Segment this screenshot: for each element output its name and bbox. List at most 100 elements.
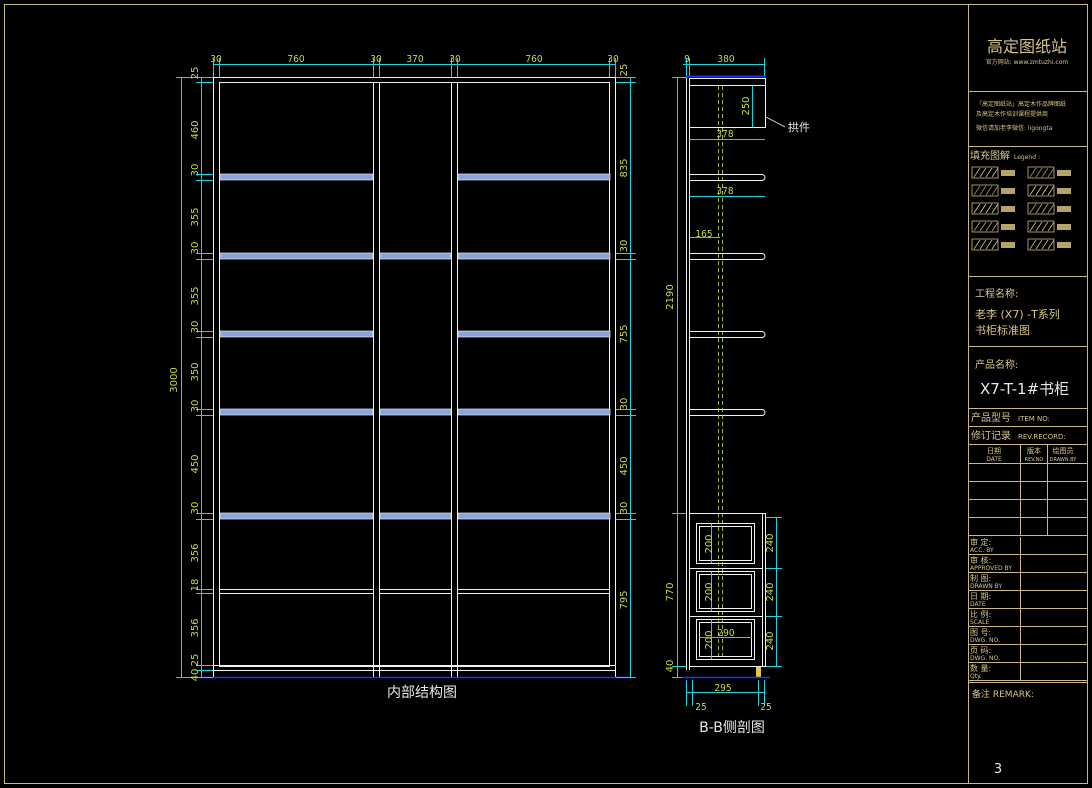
side-top-box [689, 78, 766, 128]
legend-hatch [1035, 239, 1043, 250]
right-dim-3: 755 [619, 324, 630, 343]
dim-770: 770 [665, 582, 676, 601]
side-dim-9: 9 [684, 54, 690, 65]
legend-mark [1001, 224, 1015, 230]
shelf-r1 [457, 173, 611, 181]
legend-hatch [1035, 167, 1043, 178]
signoff-cn: 制 图: [970, 573, 991, 583]
front-h-2: 240 [765, 582, 776, 601]
legend-hatch [1047, 239, 1055, 250]
legend-hatch [973, 239, 981, 250]
legend-hatch [1029, 221, 1037, 232]
legend-hatch [979, 185, 987, 196]
signoff-en: DWG. NO. [970, 655, 1000, 662]
front-inner-frame [219, 82, 610, 667]
legend-mark [1057, 170, 1071, 176]
legend-swatches [971, 166, 1071, 251]
signoff-en: Qty. [970, 673, 982, 680]
legend-hatch [985, 203, 993, 214]
legend-swatch [1027, 184, 1055, 197]
shelf-m4 [379, 408, 452, 416]
dim-250: 250 [741, 96, 752, 115]
legend-mark [1001, 188, 1015, 194]
drawn-en: DRAWN BY [1050, 457, 1078, 463]
brand-name: 高定图纸站 [987, 37, 1067, 56]
left-dim-15: 40 [190, 669, 201, 682]
drawer-h-3: 200 [704, 630, 715, 649]
signoff-cn: 比 例: [970, 609, 991, 619]
legend-hatch [979, 203, 987, 214]
legend-swatch [1027, 220, 1055, 233]
notice-line-3: 微信请加老李微信: ligongta [976, 124, 1053, 132]
fitting-leader [765, 116, 786, 128]
legend-hatch [973, 167, 981, 178]
legend-mark [1001, 170, 1015, 176]
legend-hatch [991, 185, 999, 196]
right-dim-2: 30 [619, 240, 630, 253]
top-dim-4: 30 [449, 54, 461, 65]
foot [756, 667, 761, 677]
left-dim-ticks [176, 77, 213, 678]
drawer-h-2: 200 [704, 582, 715, 601]
right-dim-7: 795 [619, 590, 630, 609]
legend-mark [1057, 188, 1071, 194]
total-height-label: 3000 [169, 367, 180, 392]
legend-hatch [973, 203, 981, 214]
legend-hatch [991, 203, 999, 214]
product-name: X7-T-1#书柜 [980, 380, 1069, 398]
page-number: 3 [994, 762, 1002, 777]
shelf-l2 [219, 252, 374, 260]
rev-cn: 修订记录 [971, 429, 1011, 442]
legend-swatch [1027, 166, 1055, 179]
fitting-label: 拱件 [788, 120, 810, 134]
left-dim-5: 355 [190, 286, 201, 305]
legend-hatch [985, 239, 993, 250]
signoff-en: SCALE [970, 619, 989, 626]
signoff-cn: 图 号: [970, 628, 991, 637]
signoff-en: APPROVED BY [970, 565, 1012, 572]
product-label: 产品名称: [975, 358, 1018, 371]
legend-hatch [1029, 185, 1037, 196]
dim-378a: 378 [716, 129, 733, 140]
signoff-cn: 审 核: [970, 555, 991, 565]
legend-subtitle: Legend : [1014, 154, 1040, 161]
notice-line-2: 及高定木作培训课程提供商 [976, 110, 1048, 118]
shelf-r4 [457, 408, 611, 416]
legend-hatch [1041, 167, 1049, 178]
legend-mark [1001, 206, 1015, 212]
shelf-l3 [219, 330, 374, 338]
dim-40: 40 [665, 660, 676, 673]
left-dim-13: 356 [190, 618, 201, 637]
right-dim-1: 835 [619, 158, 630, 177]
legend-swatch [971, 220, 999, 233]
shelf-r3 [457, 330, 611, 338]
rev-en: REV.RECORD: [1018, 433, 1066, 441]
left-dim-1: 460 [190, 120, 201, 139]
legend-hatch [1029, 203, 1037, 214]
signoff-cn: 日 期: [970, 592, 991, 601]
legend-hatch [1035, 185, 1043, 196]
drawer-front-ticks [766, 517, 782, 667]
legend-hatch [1047, 185, 1055, 196]
signoff-en: DWG. NO. [970, 637, 1000, 644]
project-name-2: 书柜标准图 [975, 323, 1030, 337]
left-dim-6: 30 [190, 321, 201, 334]
dim-295: 295 [714, 683, 731, 694]
left-dim-0: 25 [190, 67, 201, 80]
title-block: 高定图纸站 官方网站: www.zmtuzhi.com 「高定图纸站」高定木作品… [968, 37, 1088, 777]
signoff-en: DATE [970, 601, 986, 608]
legend-hatch [979, 167, 987, 178]
front-h-1: 240 [765, 533, 776, 552]
signoff-cn: 数 量: [970, 663, 991, 673]
legend-hatch [979, 221, 987, 232]
left-dim-10: 30 [190, 502, 201, 515]
legend-mark [1057, 224, 1071, 230]
left-dim-3: 355 [190, 207, 201, 226]
right-dim-0: 25 [619, 64, 630, 77]
legend-hatch [1029, 167, 1037, 178]
shelf-m5 [379, 512, 452, 520]
dim-290: 290 [717, 628, 734, 639]
dim-2190: 2190 [665, 284, 676, 309]
